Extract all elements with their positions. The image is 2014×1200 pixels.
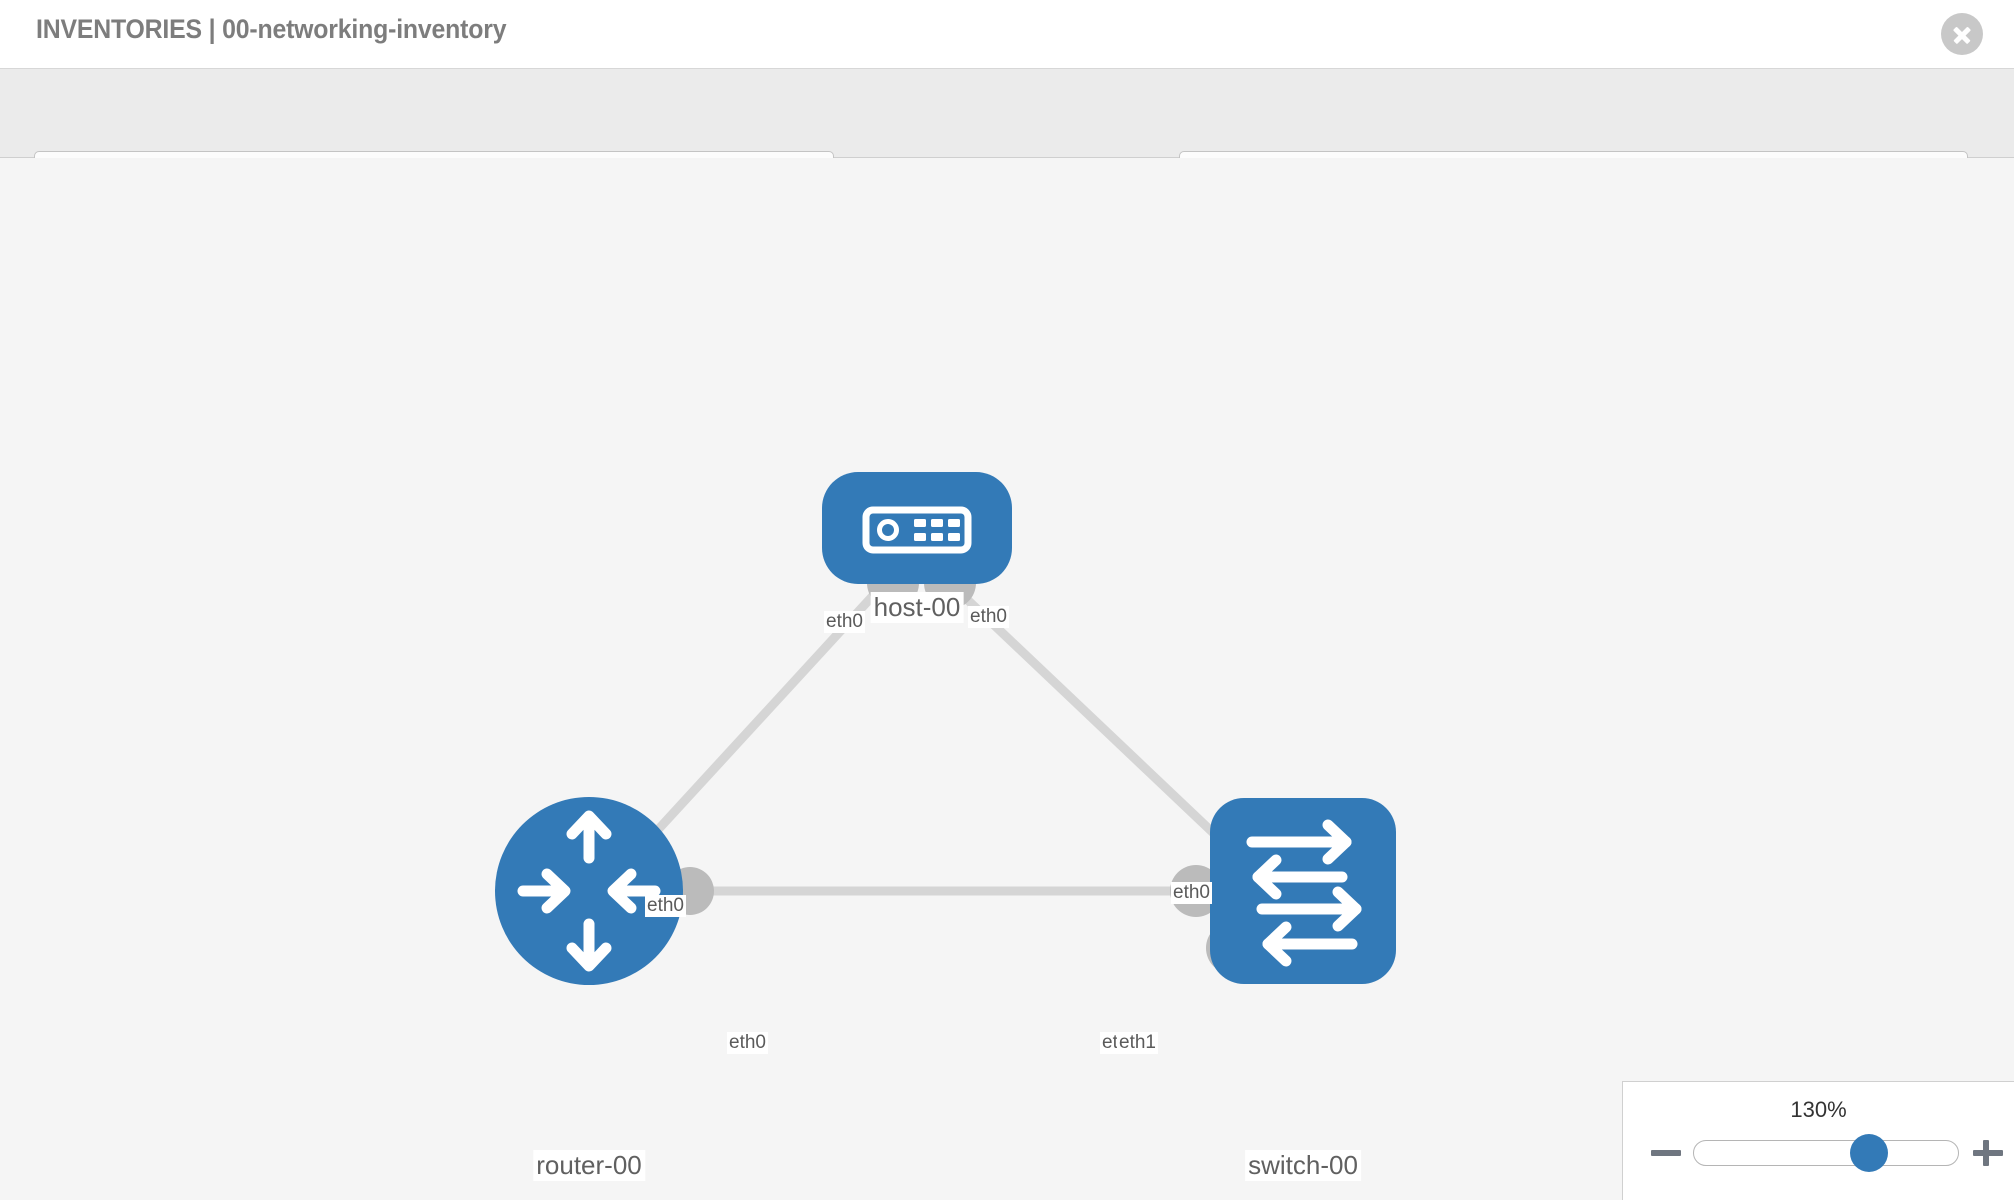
node-label-host-00: host-00 [870, 592, 964, 623]
toolbar: ACTIONS SEARCH [0, 68, 2014, 203]
node-host-00 [822, 472, 1012, 584]
iface-label: eth0 [727, 1032, 768, 1054]
iface-label: eth0 [968, 606, 1009, 628]
close-icon[interactable] [1941, 13, 1983, 55]
topology-canvas[interactable]: host-00 router-00 switch-00 eth0 eth0 et… [0, 158, 2014, 1200]
iface-label: eth1 [1117, 1032, 1158, 1054]
iface-label: eth0 [1171, 882, 1212, 904]
iface-label: eth0 [824, 611, 865, 633]
zoom-control-panel: 130% [1622, 1081, 2014, 1200]
node-router-00 [495, 797, 683, 985]
zoom-in-button[interactable] [1971, 1136, 2005, 1170]
zoom-level-label: 130% [1790, 1097, 1847, 1122]
zoom-slider-track[interactable] [1693, 1140, 1959, 1166]
iface-label: eth0 [645, 895, 686, 917]
zoom-out-button[interactable] [1649, 1136, 1683, 1170]
page-title: INVENTORIES | 00-networking-inventory [36, 14, 507, 44]
node-label-switch-00: switch-00 [1245, 1150, 1361, 1181]
topology-graph [495, 472, 1396, 985]
topology-links [628, 584, 1250, 896]
page-header: INVENTORIES | 00-networking-inventory [0, 0, 2014, 68]
node-switch-00 [1210, 798, 1396, 984]
zoom-slider-thumb[interactable] [1850, 1134, 1888, 1172]
node-label-router-00: router-00 [533, 1150, 645, 1181]
link-host-switch [951, 584, 1250, 868]
link-host-router [628, 584, 884, 862]
